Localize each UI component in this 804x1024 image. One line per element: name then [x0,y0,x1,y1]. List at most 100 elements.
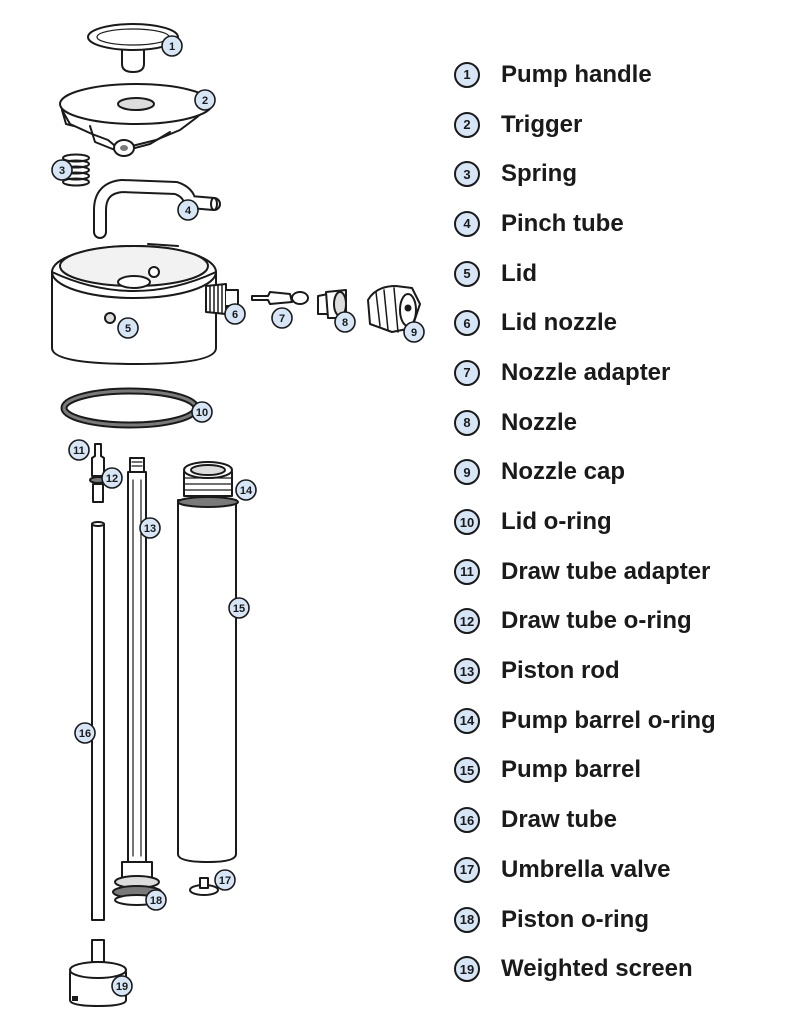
callout-number: 9 [411,327,417,339]
lid-illustration [51,243,239,365]
legend-label: Weighted screen [501,955,693,983]
weighted-screen-illustration [69,939,127,1007]
legend-number-badge: 2 [454,111,480,138]
umbrella-valve-illustration [189,877,219,896]
callout-number: 5 [125,323,131,335]
callout-badge: 13 [139,517,161,539]
legend-number-badge: 7 [454,359,480,386]
legend-number-badge: 14 [454,707,480,734]
callout-badge: 1 [161,35,183,57]
callout-number: 18 [150,895,162,907]
callout-badge: 8 [334,311,356,333]
legend-label: Draw tube adapter [501,557,711,585]
legend-label: Lid [501,259,537,287]
legend-item: 3 Spring [454,149,794,199]
trigger-illustration [59,83,213,157]
legend-item: 18 Piston o-ring [454,895,794,945]
callout-badge: 10 [191,401,213,423]
callout-number: 15 [233,603,245,615]
legend-label: Pinch tube [501,209,624,237]
legend-number-badge: 3 [454,161,480,188]
legend-label: Piston rod [501,657,620,685]
callout-badge: 15 [228,597,250,619]
callout-number: 2 [202,95,208,107]
legend-number-badge: 9 [454,459,480,486]
callout-badge: 6 [224,303,246,325]
lid-o-ring-illustration [60,387,200,429]
legend-label: Pump handle [501,60,652,88]
legend-item: 15 Pump barrel [454,746,794,796]
legend-label: Spring [501,160,577,188]
callout-badge: 2 [194,89,216,111]
legend-label: Trigger [501,110,583,138]
legend-number-badge: 17 [454,856,480,883]
callout-badge: 12 [101,467,123,489]
callout-badge: 14 [235,479,257,501]
legend-item: 17 Umbrella valve [454,845,794,895]
legend-label: Piston o-ring [501,905,649,933]
legend-label: Nozzle cap [501,458,626,486]
legend-number-badge: 5 [454,260,480,287]
callout-number: 4 [185,205,192,217]
legend-number-badge: 6 [454,310,480,337]
callout-number: 7 [279,313,285,325]
legend-item: 19 Weighted screen [454,944,794,994]
legend-number-badge: 18 [454,906,480,933]
callout-badge: 11 [68,439,90,461]
callout-number: 3 [59,165,65,177]
legend-number-badge: 15 [454,757,480,784]
pump-handle-illustration [87,23,179,73]
callout-number: 11 [73,445,85,457]
callout-badge: 19 [111,975,133,997]
callout-number: 14 [240,485,253,497]
callout-number: 1 [169,41,175,53]
legend-label: Draw tube o-ring [501,607,692,635]
callout-badge: 3 [51,159,73,181]
legend-label: Lid o-ring [501,508,612,536]
legend-label: Draw tube [501,806,618,834]
legend-item: 5 Lid [454,249,794,299]
pump-barrel-illustration [177,461,239,863]
nozzle-adapter-illustration [251,291,309,305]
legend-number-badge: 13 [454,658,480,685]
legend-number-badge: 8 [454,409,480,436]
callout-number: 10 [196,407,208,419]
pinch-tube-illustration [93,179,221,239]
legend-number-badge: 12 [454,608,480,635]
nozzle-illustration [317,289,347,319]
legend-number-badge: 1 [454,61,480,88]
legend-label: Lid nozzle [501,309,617,337]
nozzle-cap-illustration [367,285,421,333]
callout-badge: 16 [74,722,96,744]
callout-badge: 17 [214,869,236,891]
callout-number: 6 [232,309,238,321]
draw-tube-illustration [89,443,107,921]
legend-number-badge: 10 [454,509,480,536]
legend-item: 6 Lid nozzle [454,298,794,348]
legend-label: Nozzle adapter [501,358,671,386]
callout-badge: 4 [177,199,199,221]
legend-label: Umbrella valve [501,855,671,883]
legend-number-badge: 16 [454,807,480,834]
legend-number-badge: 19 [454,956,480,983]
legend-item: 10 Lid o-ring [454,497,794,547]
legend-item: 1 Pump handle [454,50,794,100]
callout-badge: 9 [403,321,425,343]
legend-item: 16 Draw tube [454,795,794,845]
callout-badge: 5 [117,317,139,339]
callout-badge: 7 [271,307,293,329]
legend-item: 7 Nozzle adapter [454,348,794,398]
callout-number: 16 [79,728,91,740]
callout-number: 17 [219,875,231,887]
legend-item: 13 Piston rod [454,646,794,696]
legend-item: 9 Nozzle cap [454,448,794,498]
legend-label: Pump barrel [501,756,642,784]
callout-number: 8 [342,317,348,329]
